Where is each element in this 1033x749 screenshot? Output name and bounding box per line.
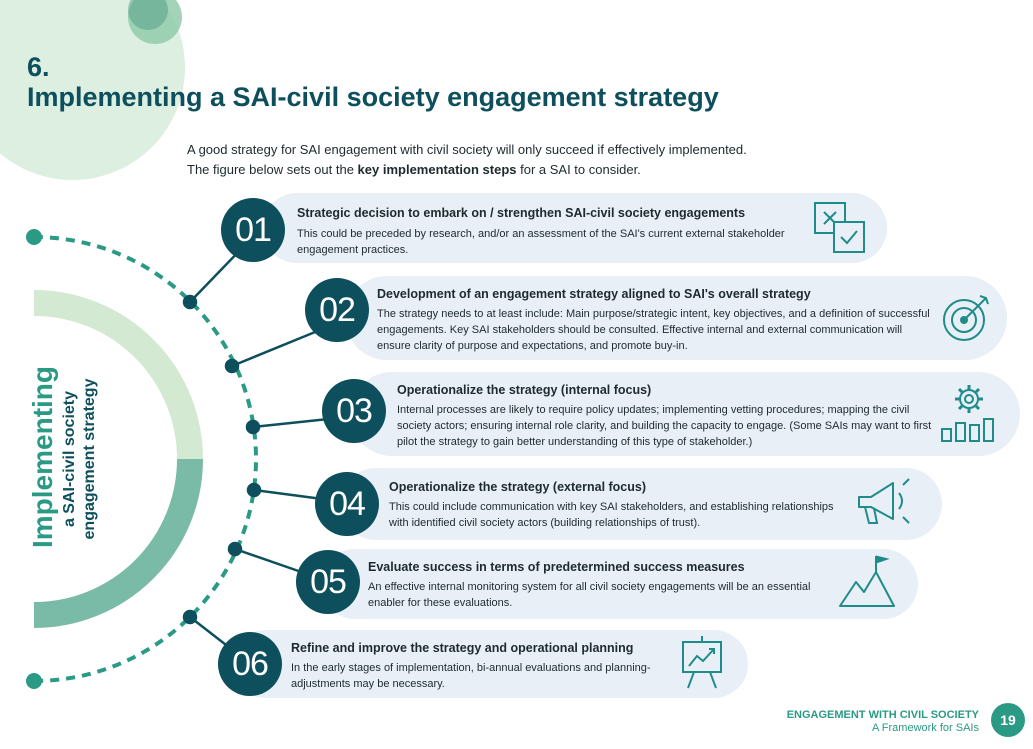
step-01-card [262, 193, 887, 263]
side-label-implementing: Implementing [27, 365, 58, 548]
step-01-number: 01 [221, 198, 285, 262]
section-title: Implementing a SAI-civil society engagem… [27, 82, 719, 112]
connector-dot-02 [224, 358, 240, 374]
step-06-title: Refine and improve the strategy and oper… [291, 641, 634, 655]
intro-text: A good strategy for SAI engagement with … [187, 140, 847, 180]
step-01-title: Strategic decision to embark on / streng… [297, 206, 746, 220]
step-05-card [320, 549, 918, 619]
mountain-flag-icon [839, 555, 895, 607]
step-04-number: 04 [315, 472, 379, 536]
section-number: 6. [27, 52, 50, 82]
connector-dot-05 [227, 541, 243, 557]
connector-dot-01 [182, 294, 198, 310]
connector-dot-04 [246, 482, 262, 498]
checklist-icon [814, 202, 865, 253]
step-05-title: Evaluate success in terms of predetermin… [368, 560, 745, 574]
outer-arc-light [33, 290, 203, 460]
step-04-description: This could include communication with ke… [389, 501, 834, 529]
footer-subtitle: A Framework for SAIs [872, 722, 979, 734]
step-03-title: Operationalize the strategy (internal fo… [397, 383, 652, 397]
step-06-description: In the early stages of implementation, b… [291, 662, 651, 690]
step-05-number: 05 [296, 550, 360, 614]
arc-end-dot-bottom [26, 673, 42, 689]
side-label-line-2: a SAI-civil society [61, 390, 78, 528]
page-heading: 6. Implementing a SAI-civil society enga… [27, 52, 719, 112]
step-04-card [340, 468, 942, 540]
intro-line-1: A good strategy for SAI engagement with … [187, 142, 747, 157]
step-03-number: 03 [322, 379, 386, 443]
step-03-card [350, 372, 1020, 456]
gear-chart-icon [941, 385, 994, 442]
target-icon [943, 295, 989, 341]
step-01-description: This could be preceded by research, and/… [297, 228, 785, 256]
presentation-board-icon [682, 636, 722, 689]
arc-end-dot-top [26, 229, 42, 245]
connector-dot-06 [182, 609, 198, 625]
page-number: 19 [991, 703, 1025, 737]
step-02-description: The strategy needs to at least include: … [377, 308, 930, 352]
intro-line-2: The figure below sets out the key implem… [187, 162, 641, 177]
connector-dot-03 [245, 419, 261, 435]
megaphone-icon [858, 478, 910, 524]
step-02-title: Development of an engagement strategy al… [377, 287, 811, 301]
step-04-title: Operationalize the strategy (external fo… [389, 480, 647, 494]
step-02-card [345, 276, 1007, 360]
step-02-number: 02 [305, 278, 369, 342]
step-06-number: 06 [218, 632, 282, 696]
step-05-description: An effective internal monitoring system … [368, 581, 811, 609]
side-label-line-3: engagement strategy [81, 378, 98, 540]
step-03-description: Internal processes are likely to require… [397, 404, 932, 448]
outer-arc-green [33, 458, 203, 628]
footer-title: ENGAGEMENT WITH CIVIL SOCIETY [786, 709, 979, 721]
step-06-card [232, 630, 748, 698]
